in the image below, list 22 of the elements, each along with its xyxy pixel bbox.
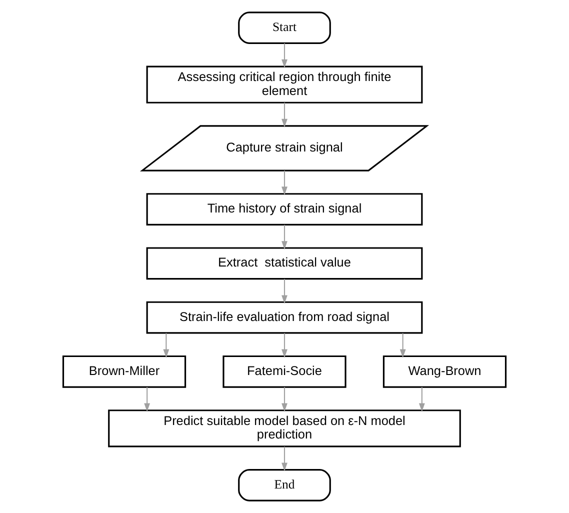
arrow	[144, 387, 150, 412]
node-box: End	[238, 469, 331, 502]
arrow	[282, 224, 288, 250]
node-box: Extract statistical value	[146, 247, 423, 280]
node-box: Assessing critical region through finite element	[146, 66, 423, 104]
arrow	[282, 43, 288, 68]
arrow	[282, 170, 288, 196]
arrow	[418, 387, 425, 412]
node-box: Start	[238, 12, 331, 44]
node-box: Strain-life evaluation from road signal	[146, 301, 423, 334]
arrow	[163, 333, 170, 358]
arrow	[282, 279, 288, 304]
arrow	[400, 333, 406, 358]
arrow	[282, 102, 288, 128]
node-box: Wang-Brown	[382, 355, 507, 388]
node-box: Predict suitable model based on ε-N model prediction	[108, 410, 461, 448]
arrow	[282, 387, 288, 412]
arrow	[282, 333, 288, 358]
arrow	[282, 446, 288, 472]
node-box: Brown-Miller	[62, 355, 186, 388]
node-box: Fatemi-Socie	[222, 355, 346, 388]
node-box: Time history of strain signal	[146, 193, 423, 226]
